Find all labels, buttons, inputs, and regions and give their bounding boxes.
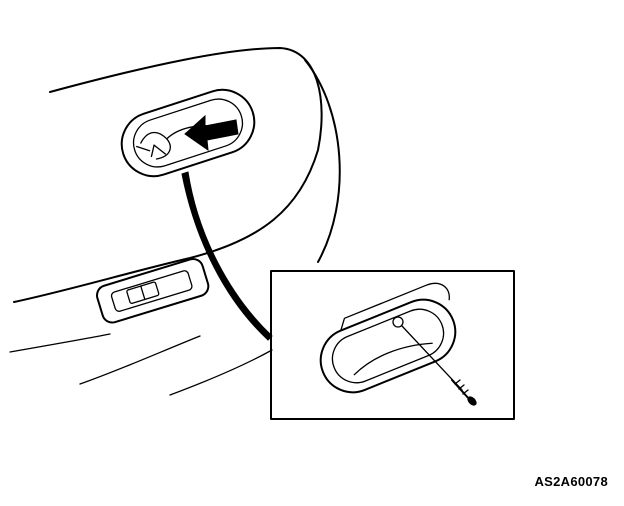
power-window-switch bbox=[95, 257, 210, 324]
detail-inset bbox=[270, 270, 515, 420]
handle-bezel-detail bbox=[319, 282, 457, 394]
pull-direction-arrow bbox=[184, 114, 239, 152]
door-trim-panel bbox=[9, 47, 341, 396]
screw-icon bbox=[392, 316, 477, 406]
figure-code: AS2A60078 bbox=[534, 474, 608, 489]
